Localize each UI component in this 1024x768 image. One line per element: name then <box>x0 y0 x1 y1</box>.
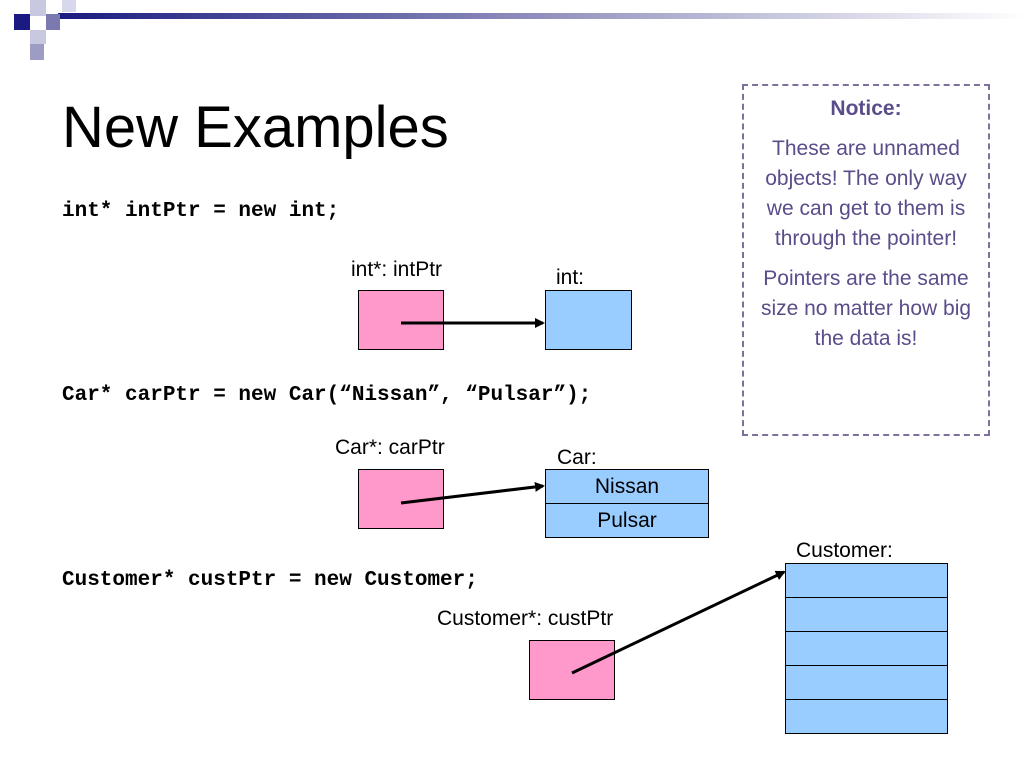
pointer-label-int: int*: intPtr <box>351 258 443 281</box>
customer-field <box>785 665 948 700</box>
header-decoration <box>14 0 1024 60</box>
pointer-box-customer <box>529 640 615 700</box>
deco-square <box>14 30 30 44</box>
deco-square <box>30 30 46 44</box>
customer-field <box>785 631 948 666</box>
customer-field <box>785 563 948 598</box>
pointer-box-car <box>358 469 444 529</box>
pointer-label-car: Car*: carPtr <box>335 436 445 459</box>
object-label-int: int: <box>556 266 585 289</box>
object-label-customer: Customer: <box>796 539 893 562</box>
object-box-int <box>545 290 632 350</box>
car-field-model: Pulsar <box>545 503 709 538</box>
code-line-customer: Customer* custPtr = new Customer; <box>62 569 478 592</box>
customer-field <box>785 699 948 734</box>
code-line-int: int* intPtr = new int; <box>62 200 340 223</box>
deco-square <box>62 0 76 12</box>
deco-square <box>46 14 60 30</box>
notice-heading: Notice: <box>830 97 902 120</box>
gradient-bar <box>58 13 1024 19</box>
pointer-label-customer: Customer*: custPtr <box>437 607 614 630</box>
code-line-car: Car* carPtr = new Car(“Nissan”, “Pulsar”… <box>62 384 592 407</box>
slide-title: New Examples <box>62 95 449 160</box>
customer-field <box>785 597 948 632</box>
notice-paragraph-unnamed: These are unnamed objects! The only way … <box>765 137 967 250</box>
pointer-box-int <box>358 290 444 350</box>
deco-square <box>14 14 30 30</box>
notice-box: Notice: These are unnamed objects! The o… <box>742 84 990 436</box>
deco-square <box>30 44 44 60</box>
deco-square <box>30 0 46 16</box>
object-label-car: Car: <box>557 446 597 469</box>
car-field-make: Nissan <box>545 469 709 504</box>
notice-paragraph-size: Pointers are the same size no matter how… <box>760 267 972 350</box>
